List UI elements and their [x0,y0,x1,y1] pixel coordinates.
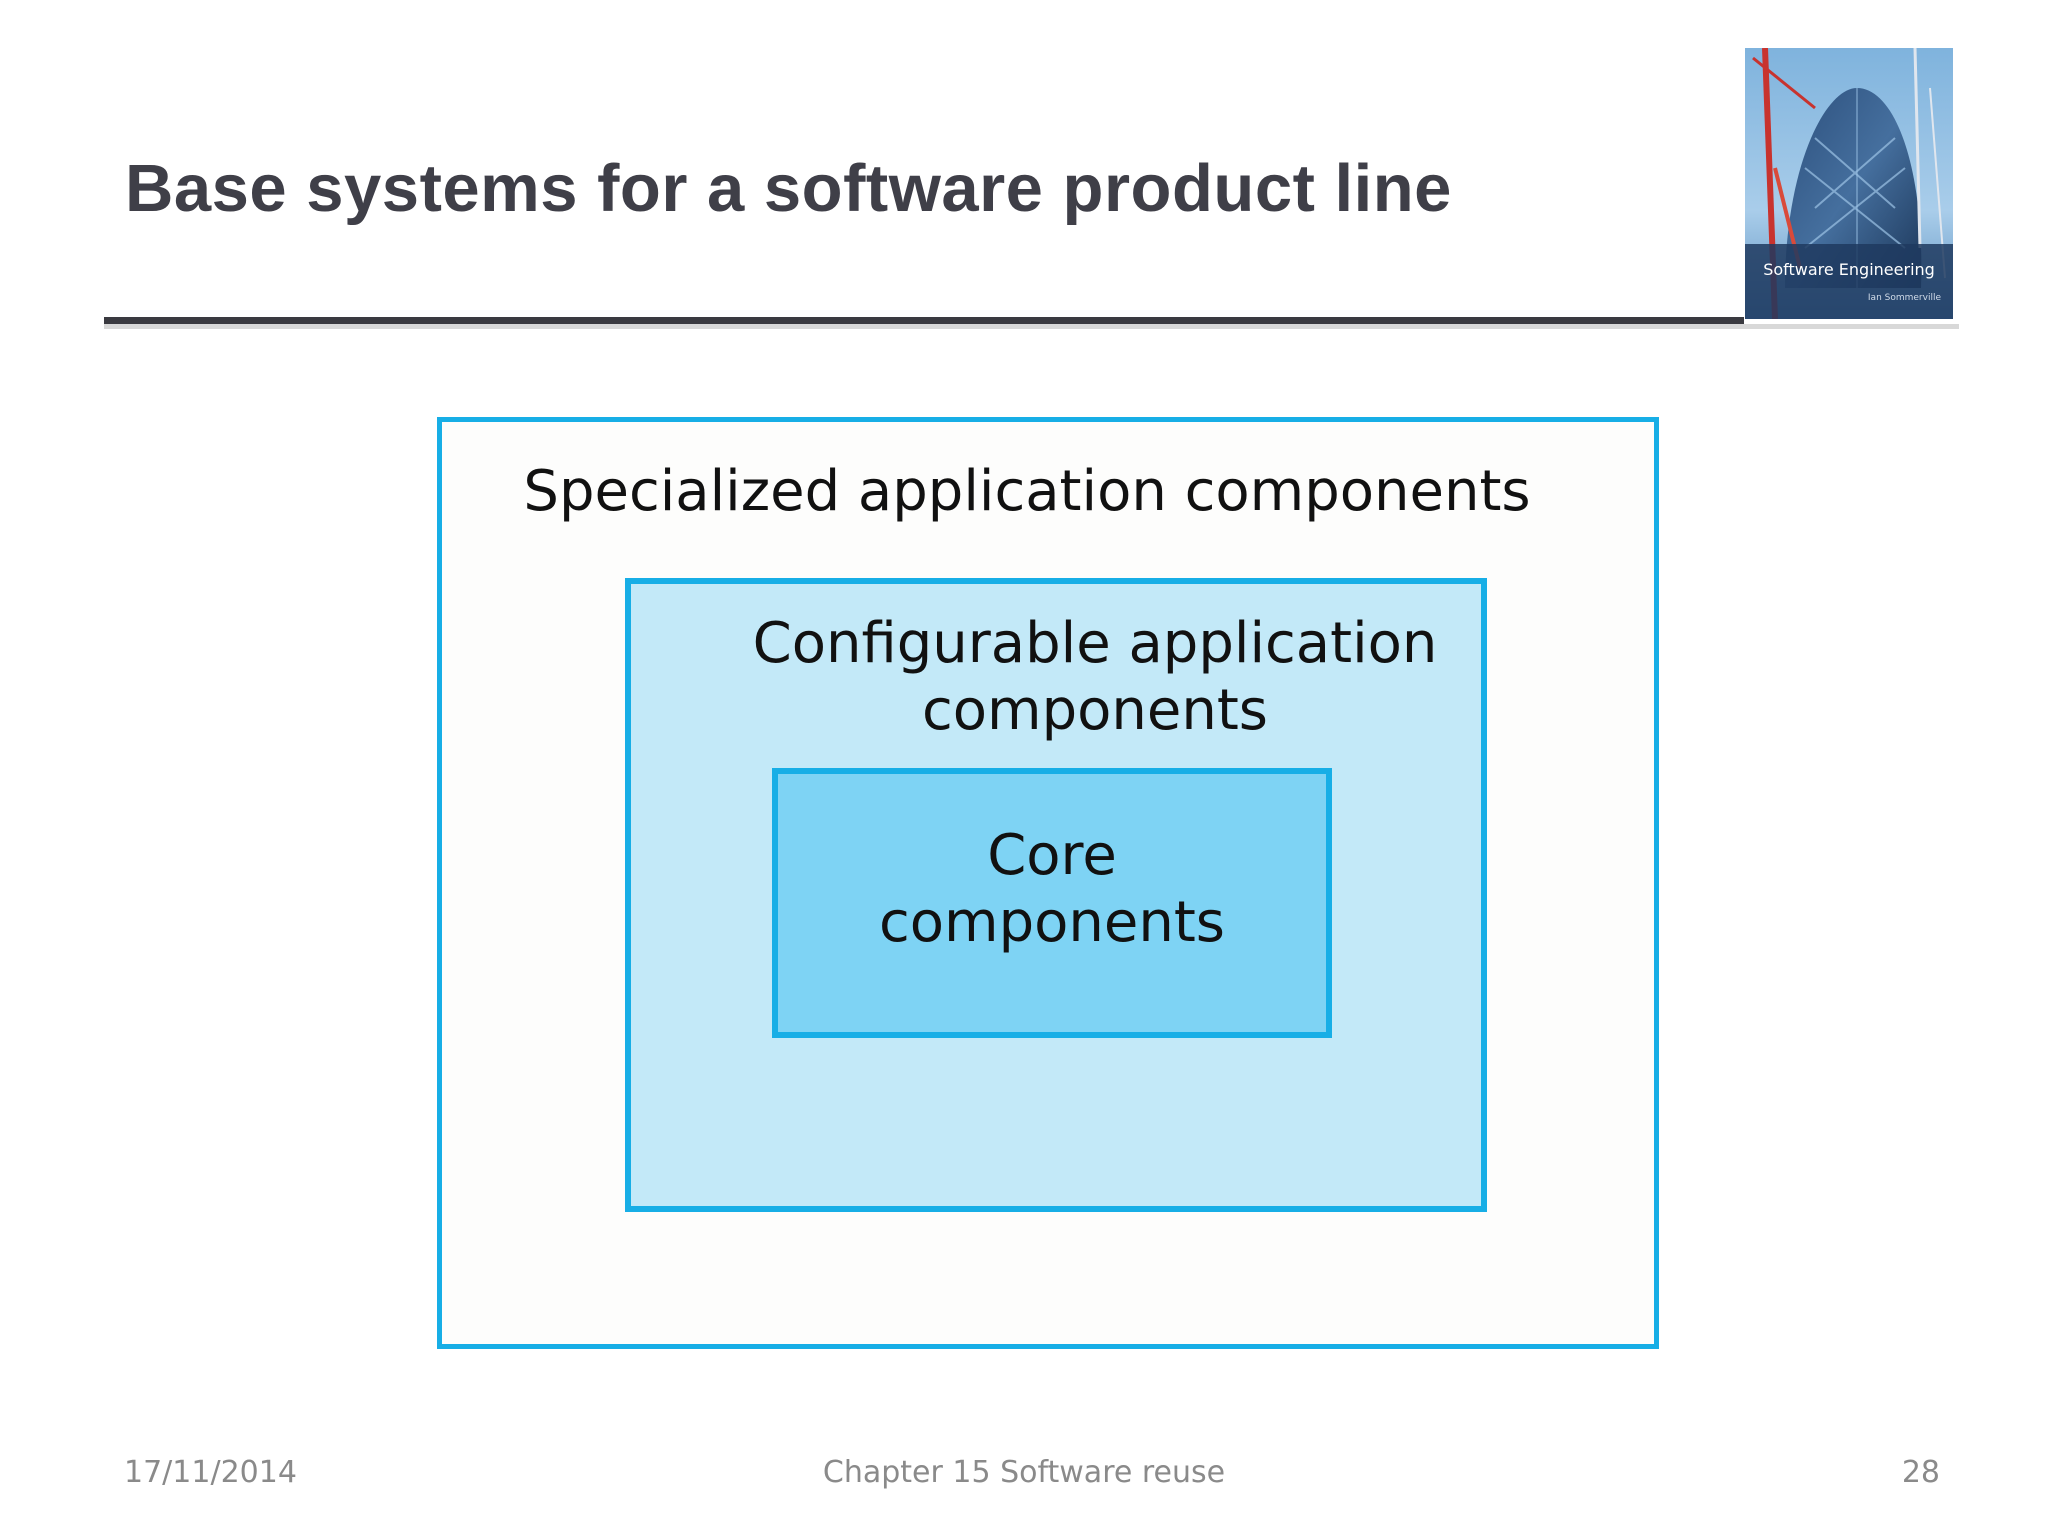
footer-page-number: 28 [1901,1455,1940,1490]
logo-author: Ian Sommerville [1868,293,1942,303]
book-cover-logo: Software Engineering Ian Sommerville [1745,48,1953,319]
core-components-label: Core components [879,823,1225,956]
footer-chapter: Chapter 15 Software reuse [822,1455,1226,1490]
title-rule [104,317,1744,324]
logo-caption: Software Engineering [1763,260,1935,279]
specialized-components-label: Specialized application components [523,459,1531,524]
slide-title: Base systems for a software product line [125,151,1452,226]
title-rule-shadow [104,324,1959,329]
footer-date: 17/11/2014 [124,1455,297,1490]
core-components-box [772,768,1332,1038]
configurable-components-label: Configurable application components [752,611,1438,744]
